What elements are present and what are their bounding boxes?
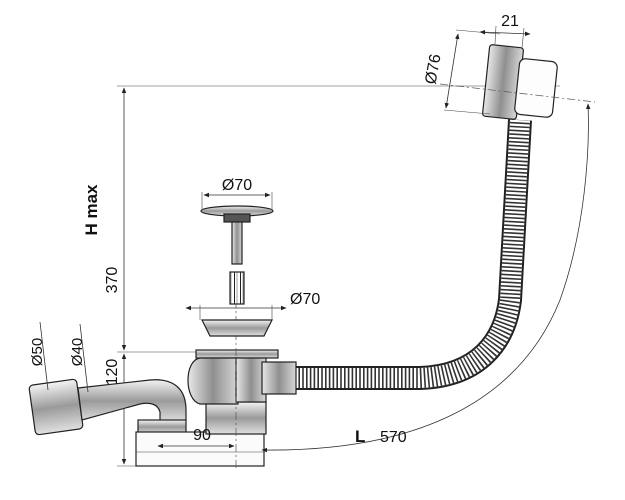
stopper-seal bbox=[223, 213, 251, 223]
overflow-diameter-line bbox=[444, 33, 460, 109]
outlet-height-value: 120 bbox=[104, 359, 121, 386]
outlet-offset: 90 bbox=[193, 427, 211, 444]
length-dimensions: L 570 90 bbox=[157, 103, 591, 453]
length-value: 570 bbox=[380, 429, 407, 446]
drain-diameter: Ø70 bbox=[290, 291, 320, 308]
stopper-spring bbox=[229, 271, 245, 305]
height-dimensions: H max 370 120 bbox=[82, 85, 560, 467]
outlet-pipe bbox=[28, 378, 187, 436]
overflow-head: Ø76 21 bbox=[423, 13, 596, 120]
overflow-centerline bbox=[439, 83, 596, 103]
trap-housing-left bbox=[187, 357, 239, 405]
overflow-hose bbox=[261, 119, 532, 395]
outlet-elbow bbox=[77, 379, 187, 423]
outlet-coupling bbox=[28, 378, 84, 436]
trap-bowl bbox=[135, 431, 265, 467]
outlet-outer-diameter: Ø50 bbox=[29, 338, 46, 366]
overflow-depth: 21 bbox=[501, 13, 519, 30]
drain-flange bbox=[195, 349, 279, 359]
stopper-diameter: Ø70 bbox=[222, 177, 252, 194]
drain-grate-cup bbox=[201, 319, 273, 337]
depth-ext-right bbox=[521, 27, 525, 49]
length-curve bbox=[261, 103, 591, 453]
outlet-diameter-dimensions: Ø50 Ø40 bbox=[29, 321, 89, 393]
stopper-stem bbox=[231, 221, 243, 265]
hose-connector-nut bbox=[261, 361, 297, 395]
hose-outline bbox=[268, 119, 532, 390]
o40-leader bbox=[79, 323, 89, 393]
o50-leader bbox=[39, 321, 49, 391]
stopper: Ø70 bbox=[200, 177, 274, 305]
h-max-label: H max bbox=[82, 184, 101, 236]
trap-body bbox=[135, 300, 279, 470]
outlet-inner-diameter: Ø40 bbox=[69, 338, 86, 366]
overflow-diameter: Ø76 bbox=[423, 53, 445, 86]
h-max-value: 370 bbox=[104, 267, 121, 294]
overflow-depth-line bbox=[479, 29, 531, 37]
overflow-body bbox=[514, 58, 558, 118]
length-label: L bbox=[355, 427, 365, 446]
o76-ext-top bbox=[455, 29, 501, 35]
drain-grate: Ø70 bbox=[185, 291, 320, 337]
depth-ext-left bbox=[494, 25, 497, 45]
